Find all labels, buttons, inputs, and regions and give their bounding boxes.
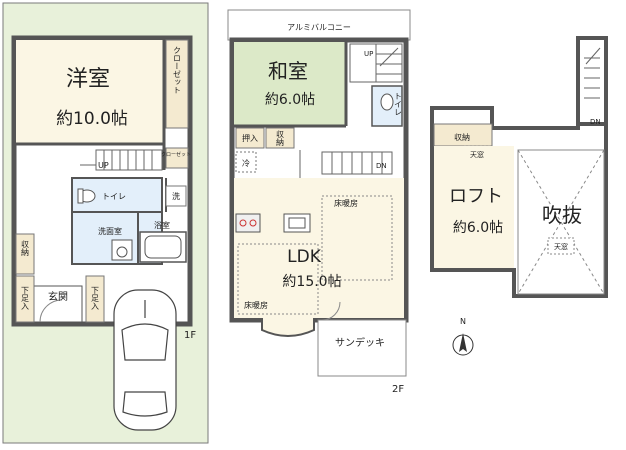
western-room [16,40,164,144]
floor-1: 洋室 約10.0帖 クローゼット クローゼット UP トイレ 洗 洗面室 浴室 … [2,2,209,444]
ldk-name: LDK [287,247,322,267]
floor-heating-zone-bottom [237,243,319,315]
sink-icon [283,213,311,233]
skylight-right-label: 天窓 [554,242,568,251]
closet-label: クローゼット [173,46,182,94]
toilet-2f-label: トイレ [394,92,403,116]
sundeck-label: サンデッキ [335,336,385,349]
entrance-label: 玄関 [48,290,68,303]
washroom-label: 洗面室 [98,226,122,236]
entrance [33,285,83,323]
bathroom-label: 浴室 [154,220,170,230]
car-icon [113,289,177,431]
loft-room [434,146,514,268]
loft-room-area: 約6.0帖 [453,220,503,236]
loft-dn-label: DN [590,118,601,126]
loft-stair-shaft [576,36,608,128]
japanese-room [234,42,346,126]
stairs-2f-dn-label: DN [376,162,387,170]
north-arrow-icon: N [452,317,474,356]
skylight-left-label: 天窓 [470,150,484,159]
closet-small-label: クローゼット [161,151,191,158]
balcony-label: アルミバルコニー [287,23,351,32]
storage-1f-label: 収納 [21,239,30,257]
floor-2: アルミバルコニー 和室 約6.0帖 押入 収納 トイレ UP DN 冷 床暖房 … [227,9,411,395]
balcony [227,9,411,41]
stairs-up-label: UP [98,161,109,170]
ldk [234,178,404,318]
sundeck [317,319,407,377]
loft-storage-label: 収納 [454,132,470,142]
western-room-name: 洋室 [66,67,110,92]
north-label: N [460,317,466,326]
stairs-2f-top [349,43,403,83]
western-room-area: 約10.0帖 [56,109,128,129]
shoe-storage-right [85,275,105,323]
stairs-2f-up-label: UP [364,50,373,58]
closet [165,39,189,129]
stairs-2f-mid [299,150,393,178]
floor-2-level: 2F [392,384,404,395]
loft: 収納 天窓 ロフト 約6.0帖 吹抜 天窓 DN [430,36,608,298]
fridge [235,151,257,173]
fridge-label: 冷 [242,158,250,168]
ldk-area: 約15.0帖 [282,274,341,290]
japanese-room-area: 約6.0帖 [265,92,315,108]
toilet-label: トイレ [102,192,126,201]
shoe-storage-left-label: 下足入 [21,286,30,310]
skylight-right [547,237,575,255]
shoe-storage-right-label: 下足入 [91,286,100,310]
closet-small [165,147,189,169]
storage-2f [265,127,295,149]
oshiire [235,127,265,149]
storage-2f-label: 収納 [276,129,285,147]
wash-mark: 洗 [172,191,180,201]
shoe-storage-left [15,275,35,323]
floor-heating-zone-top [321,195,393,281]
loft-room-name: ロフト [449,186,503,207]
oshiire-label: 押入 [242,133,258,143]
storage-1f [15,233,35,275]
atrium-label: 吹抜 [542,203,582,227]
floor-heating-bottom-label: 床暖房 [244,300,268,310]
stove-icon [235,213,261,233]
bay-window [261,318,315,337]
floor-heating-top-label: 床暖房 [334,198,358,208]
floor-1-level: 1F [184,330,196,341]
stairs-1f [80,149,163,171]
japanese-room-name: 和室 [268,59,308,83]
